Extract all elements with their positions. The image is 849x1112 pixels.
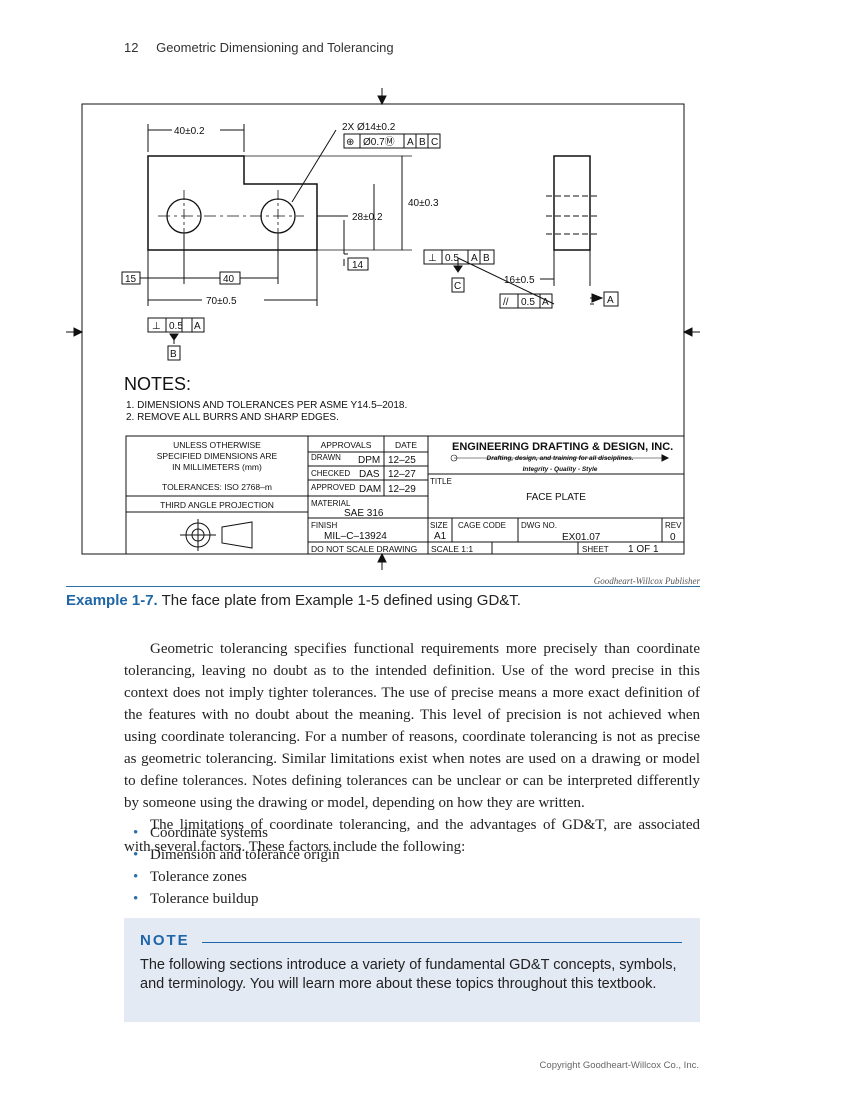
running-title: Geometric Dimensioning and Tolerancing xyxy=(156,40,394,55)
dim-40-top: 40±0.2 xyxy=(174,126,205,137)
engineering-drawing: 2X Ø14±0.2 ⊕ Ø0.7Ⓜ A B C 40±0.2 40±0.3 2… xyxy=(66,88,700,570)
page-number: 12 xyxy=(124,40,139,55)
tb-checked-label: CHECKED xyxy=(311,469,350,478)
datum-a: A xyxy=(607,295,614,306)
note-text: The following sections introduce a varie… xyxy=(140,957,677,992)
tb-approvals: APPROVALS xyxy=(321,440,372,450)
svg-text://: // xyxy=(503,297,509,308)
tb-drawn-by: DPM xyxy=(358,455,380,466)
body-text: Geometric tolerancing specifies function… xyxy=(124,638,700,858)
tb-dwg-label: DWG NO. xyxy=(521,521,557,530)
dim-70: 70±0.5 xyxy=(206,296,237,307)
tb-scale: SCALE 1:1 xyxy=(431,544,473,554)
svg-text:C: C xyxy=(431,137,438,148)
svg-text:A: A xyxy=(471,253,478,264)
tb-drawn-date: 12–25 xyxy=(388,455,416,466)
tb-unless-3: IN MILLIMETERS (mm) xyxy=(172,462,262,472)
svg-text:0.5: 0.5 xyxy=(521,297,535,308)
tb-approved-label: APPROVED xyxy=(311,483,356,492)
tb-company: ENGINEERING DRAFTING & DESIGN, INC. xyxy=(452,441,673,453)
hole-feature-control-frame: ⊕ Ø0.7Ⓜ A B C xyxy=(343,133,441,149)
tb-title: FACE PLATE xyxy=(526,492,586,503)
tb-checked-date: 12–27 xyxy=(388,469,416,480)
tb-unless-1: UNLESS OTHERWISE xyxy=(173,440,261,450)
caption-rule xyxy=(66,586,700,587)
note-2: 2. REMOVE ALL BURRS AND SHARP EDGES. xyxy=(126,412,339,423)
tb-tolerances: TOLERANCES: ISO 2768–m xyxy=(162,482,272,492)
tb-finish-label: FINISH xyxy=(311,521,337,530)
running-header: 12 Geometric Dimensioning and Tolerancin… xyxy=(124,40,394,55)
copyright-footer: Copyright Goodheart-Willcox Co., Inc. xyxy=(539,1060,699,1071)
dim-28-height: 28±0.2 xyxy=(352,212,383,223)
parallelism-frame: // 0.5 A xyxy=(499,293,553,309)
basic-dim-15: 15 xyxy=(125,274,137,285)
tb-material: SAE 316 xyxy=(344,508,384,519)
tb-approved-by: DAM xyxy=(359,484,381,495)
note-1: 1. DIMENSIONS AND TOLERANCES PER ASME Y1… xyxy=(126,400,407,411)
title-block xyxy=(125,435,685,555)
tb-date: DATE xyxy=(395,440,417,450)
svg-text:A: A xyxy=(542,297,549,308)
paragraph-1: Geometric tolerancing specifies function… xyxy=(124,641,700,811)
svg-text:⊥: ⊥ xyxy=(152,321,161,332)
svg-text:Ø0.7Ⓜ: Ø0.7Ⓜ xyxy=(363,136,395,148)
part-side-view xyxy=(553,155,591,251)
tb-rev: 0 xyxy=(670,532,676,543)
tb-tagline-2: Integrity - Quality - Style xyxy=(523,466,598,473)
caption-text: The face plate from Example 1-5 defined … xyxy=(157,592,521,609)
tb-do-not-scale: DO NOT SCALE DRAWING xyxy=(311,544,417,554)
tb-sheet-label: SHEET xyxy=(582,545,609,554)
dim-40-height: 40±0.3 xyxy=(408,198,439,209)
svg-text:0.5: 0.5 xyxy=(169,321,183,332)
basic-dim-14: 14 xyxy=(352,260,364,271)
tb-approved-date: 12–29 xyxy=(388,484,416,495)
svg-text:A: A xyxy=(407,137,414,148)
tb-sheet: 1 OF 1 xyxy=(628,544,659,555)
svg-text:0.5: 0.5 xyxy=(445,253,459,264)
factor-list: Coordinate systems Dimension and toleran… xyxy=(124,822,340,910)
tb-dwg: EX01.07 xyxy=(562,532,601,543)
tb-drawn-label: DRAWN xyxy=(311,453,341,462)
svg-text:B: B xyxy=(419,137,426,148)
tb-size-label: SIZE xyxy=(430,521,448,530)
list-item: Dimension and tolerance origin xyxy=(124,844,340,866)
svg-text:⊕: ⊕ xyxy=(346,137,354,148)
tb-cage-label: CAGE CODE xyxy=(458,521,506,530)
tb-tagline-1: Drafting, design, and training for all d… xyxy=(487,455,634,462)
svg-text:⊥: ⊥ xyxy=(428,253,437,264)
tb-finish: MIL–C–13924 xyxy=(324,531,387,542)
list-item: Coordinate systems xyxy=(124,822,340,844)
tb-rev-label: REV xyxy=(665,521,682,530)
caption-label: Example 1-7. xyxy=(66,592,158,609)
datum-b: B xyxy=(170,349,177,360)
tb-projection: THIRD ANGLE PROJECTION xyxy=(160,500,274,510)
note-rule xyxy=(202,942,682,943)
svg-text:B: B xyxy=(483,253,490,264)
list-item: Tolerance buildup xyxy=(124,888,340,910)
tb-material-label: MATERIAL xyxy=(311,499,351,508)
datum-c: C xyxy=(454,281,461,292)
note-box: NOTE The following sections introduce a … xyxy=(124,918,700,1022)
basic-dim-40: 40 xyxy=(223,274,235,285)
tb-size: A1 xyxy=(434,531,447,542)
tb-checked-by: DAS xyxy=(359,469,380,480)
list-item: Tolerance zones xyxy=(124,866,340,888)
svg-text:A: A xyxy=(194,321,201,332)
notes-heading: NOTES: xyxy=(124,374,191,394)
figure-credit: Goodheart-Willcox Publisher xyxy=(593,576,700,586)
perpendicularity-frame-left: ⊥ 0.5 A xyxy=(147,317,205,333)
hole-callout: 2X Ø14±0.2 xyxy=(342,122,396,133)
tb-title-label: TITLE xyxy=(430,477,452,486)
note-title: NOTE xyxy=(140,932,190,949)
perpendicularity-frame-right: ⊥ 0.5 A B xyxy=(423,249,495,265)
tb-unless-2: SPECIFIED DIMENSIONS ARE xyxy=(157,451,278,461)
figure-caption: Example 1-7. The face plate from Example… xyxy=(66,592,521,609)
dim-16: 16±0.5 xyxy=(504,275,535,286)
